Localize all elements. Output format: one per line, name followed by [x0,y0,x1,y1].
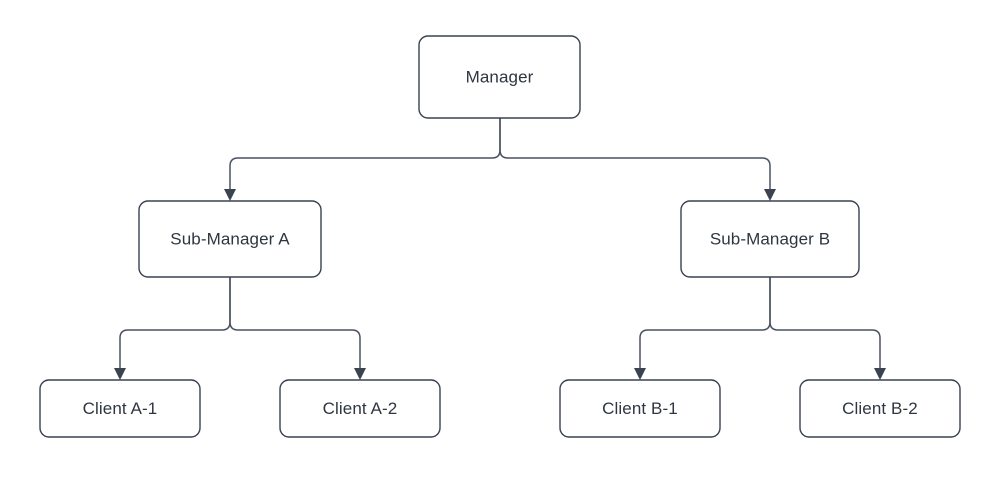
connector-line [499,118,771,189]
node-box[interactable] [138,200,322,278]
node-sub-manager-b[interactable]: Sub-Manager B [680,200,860,278]
node-label: Client A-2 [323,399,398,418]
node-sub-manager-a[interactable]: Sub-Manager A [138,200,322,278]
node-box[interactable] [279,379,441,438]
connector-line [119,277,231,368]
node-label: Client B-2 [842,399,918,418]
connector-line [769,277,881,368]
connector-line [229,277,361,368]
node-box[interactable] [559,379,721,438]
connector-manager-to-sub-manager-b [499,118,776,201]
connector-sub-manager-b-to-client-b-2 [769,277,886,380]
arrowhead-icon [764,189,776,201]
node-label: Client A-1 [83,399,158,418]
node-box[interactable] [680,200,860,278]
node-label: Client B-1 [602,399,678,418]
arrowhead-icon [874,368,886,380]
node-client-a-1[interactable]: Client A-1 [39,379,201,438]
node-client-a-2[interactable]: Client A-2 [279,379,441,438]
node-label: Sub-Manager B [710,229,830,248]
connector-line [229,118,501,189]
connector-sub-manager-a-to-client-a-2 [229,277,366,380]
connector-manager-to-sub-manager-a [224,118,501,201]
arrowhead-icon [354,368,366,380]
node-box[interactable] [799,379,961,438]
connector-line [639,277,771,368]
node-box[interactable] [39,379,201,438]
arrowhead-icon [114,368,126,380]
connector-layer [114,118,886,380]
node-client-b-2[interactable]: Client B-2 [799,379,961,438]
node-manager[interactable]: Manager [418,35,581,119]
connector-sub-manager-b-to-client-b-1 [634,277,771,380]
node-client-b-1[interactable]: Client B-1 [559,379,721,438]
arrowhead-icon [224,189,236,201]
node-label: Manager [466,67,534,86]
connector-sub-manager-a-to-client-a-1 [114,277,231,380]
arrowhead-icon [634,368,646,380]
node-box[interactable] [418,35,581,119]
node-label: Sub-Manager A [170,229,290,248]
